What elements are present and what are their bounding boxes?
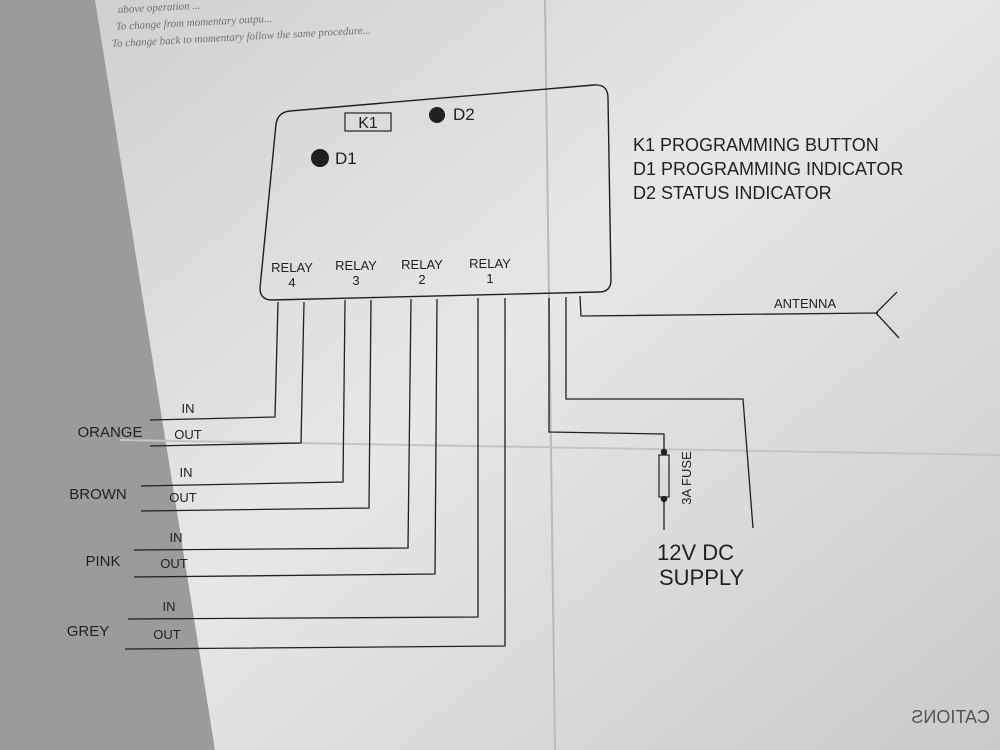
- antenna: ANTENNA: [579, 291, 900, 339]
- paper-sheet: [95, 0, 1000, 750]
- orange-out-wire: [149, 301, 305, 447]
- grey-out-wire: [124, 298, 506, 650]
- orange-out-label: OUT: [174, 427, 202, 442]
- grey-in-wire: [127, 298, 479, 620]
- wire-color-grey: GREY: [67, 623, 110, 640]
- legend: K1 PROGRAMMING BUTTON D1 PROGRAMMING IND…: [633, 135, 903, 203]
- fuse: 3A FUSE: [658, 448, 694, 505]
- receiver-module-box: [259, 84, 612, 301]
- pink-out-label: OUT: [160, 556, 188, 571]
- grey-out-label: OUT: [153, 627, 181, 642]
- fold-crease: [119, 439, 1000, 456]
- d2-led: D2: [429, 105, 475, 124]
- brown-out-label: OUT: [169, 490, 197, 505]
- relay-labels: RELAY 4 RELAY 3 RELAY 2 RELAY 1: [271, 256, 511, 290]
- relay-4-label: RELAY: [271, 260, 313, 275]
- k1-label: K1: [358, 115, 378, 132]
- brown-in-label: IN: [180, 465, 193, 480]
- supply-label: 12V DC SUPPLY: [657, 540, 745, 590]
- antenna-label: ANTENNA: [774, 296, 836, 311]
- fuse-label: 3A FUSE: [679, 451, 694, 505]
- d1-led: D1: [311, 149, 357, 168]
- relay-wires: [124, 298, 506, 650]
- orange-in-label: IN: [182, 401, 195, 416]
- antenna-icon: [875, 291, 900, 339]
- brown-out-wire: [140, 299, 372, 512]
- k1-button: K1: [344, 112, 392, 132]
- relay-2-number: 2: [418, 272, 425, 287]
- legend-d2: D2 STATUS INDICATOR: [633, 183, 832, 203]
- relay-3-label: RELAY: [335, 258, 377, 273]
- relay-2-label: RELAY: [401, 257, 443, 272]
- mirrored-bleed-text: CATIONS: [911, 707, 990, 727]
- pink-out-wire: [133, 298, 438, 578]
- legend-k1: K1 PROGRAMMING BUTTON: [633, 135, 879, 155]
- pink-in-wire: [133, 298, 412, 551]
- header-line-1: above operation ...: [118, 0, 201, 16]
- d2-led-icon: [429, 107, 445, 123]
- supply-positive-wire: [565, 297, 754, 529]
- orange-in-wire: [149, 301, 279, 421]
- supply-line-2: SUPPLY: [659, 565, 745, 590]
- relay-4-number: 4: [288, 275, 295, 290]
- relay-3-number: 3: [352, 273, 359, 288]
- wire-color-pink: PINK: [85, 553, 120, 570]
- d1-led-icon: [311, 149, 329, 167]
- d2-label: D2: [453, 105, 475, 124]
- fold-crease: [544, 0, 556, 750]
- supply-line-1: 12V DC: [657, 540, 734, 565]
- wire-color-orange: ORANGE: [77, 424, 142, 441]
- grey-in-label: IN: [163, 599, 176, 614]
- d1-label: D1: [335, 149, 357, 168]
- power-wiring: [548, 297, 754, 530]
- relay-1-number: 1: [486, 271, 493, 286]
- relay-1-label: RELAY: [469, 256, 511, 271]
- brown-in-wire: [140, 299, 346, 487]
- pink-in-label: IN: [170, 530, 183, 545]
- supply-negative-wire: [548, 298, 665, 452]
- wire-labels: ORANGE IN OUT BROWN IN OUT PINK IN OUT G…: [67, 401, 202, 642]
- legend-d1: D1 PROGRAMMING INDICATOR: [633, 159, 903, 179]
- wire-color-brown: BROWN: [69, 486, 127, 503]
